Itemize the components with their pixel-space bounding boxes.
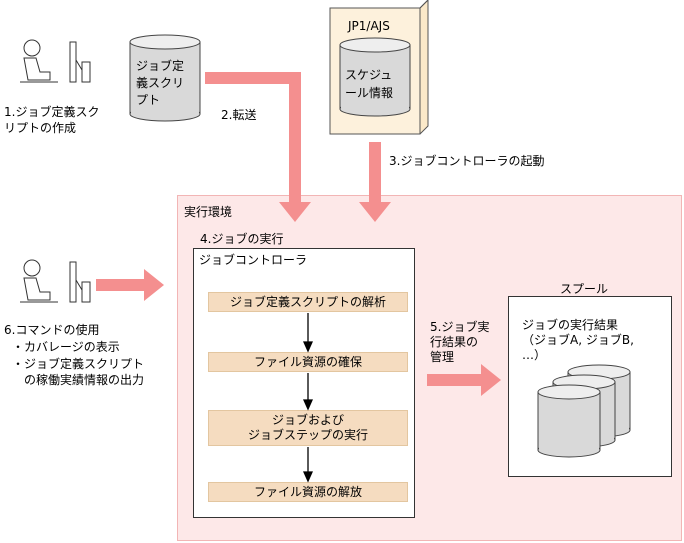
step2-label: 2.転送	[221, 108, 257, 122]
flow-arrowhead-2	[302, 399, 314, 411]
script-db-icon	[129, 34, 201, 122]
step-execute-job: ジョブおよび ジョブステップの実行	[208, 410, 408, 446]
schedule-db-icon	[339, 37, 411, 117]
spool-title: スプール	[560, 282, 609, 296]
step6-label: 6.コマンドの使用	[4, 323, 100, 337]
step-parse-script: ジョブ定義スクリプトの解析	[208, 292, 408, 312]
step1-label: 1.ジョブ定義スク リプトの作成	[4, 105, 100, 135]
env-label: 実行環境	[184, 205, 233, 219]
jp1-title: JP1/AJS	[348, 19, 390, 33]
script-db-label: ジョブ定 義スクリ プト	[136, 59, 185, 107]
start-controller-arrow	[359, 142, 391, 222]
command-arrow	[96, 269, 164, 301]
user-computer-icon-1	[20, 39, 91, 83]
step-allocate-resources: ファイル資源の確保	[208, 352, 408, 372]
controller-title: ジョブコントローラ	[199, 253, 308, 267]
spool-arrow	[427, 364, 501, 396]
flow-arrowhead-1	[302, 341, 314, 353]
jp1-db-label: スケジュ ール情報	[345, 68, 394, 100]
result-db-stack-icon	[537, 364, 631, 458]
step6-item-output: ・ジョブ定義スクリプト の稼働実績情報の出力	[12, 357, 145, 387]
spool-result-label: ジョブの実行結果 （ジョブA, ジョブB, …）	[522, 318, 634, 362]
flow-arrowhead-3	[302, 471, 314, 483]
step6-item-coverage: ・カバレージの表示	[12, 340, 120, 354]
user-computer-icon-2	[20, 259, 91, 303]
step5-label: 5.ジョブ実 行結果の 管理	[430, 320, 490, 364]
step3-label: 3.ジョブコントローラの起動	[389, 154, 545, 168]
step4-label: 4.ジョブの実行	[200, 232, 284, 246]
transfer-arrow	[205, 72, 311, 222]
